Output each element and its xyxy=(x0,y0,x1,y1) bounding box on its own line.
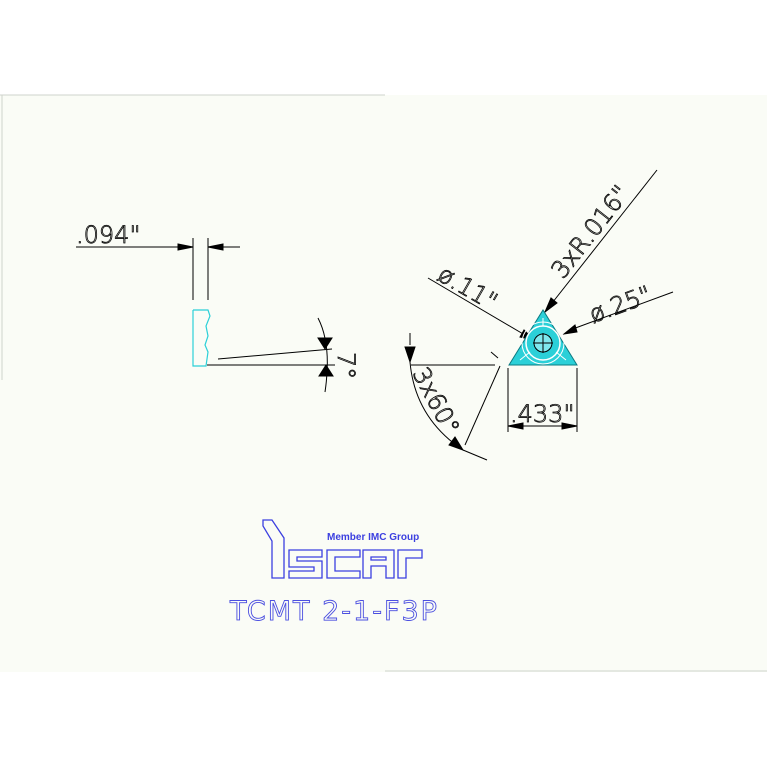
logo-tagline: Member IMC Group xyxy=(327,532,419,543)
part-number: TCMT 2-1-F3P xyxy=(229,596,439,627)
side-view xyxy=(76,238,335,393)
iscar-logo xyxy=(262,519,423,579)
triangular-insert xyxy=(508,309,578,366)
insert-side-profile xyxy=(192,309,211,367)
edge-length-label: .433" xyxy=(510,400,574,428)
thickness-label: .094" xyxy=(76,221,140,249)
sheet-background xyxy=(0,95,767,672)
clearance-angle-label: 7° xyxy=(332,352,360,379)
